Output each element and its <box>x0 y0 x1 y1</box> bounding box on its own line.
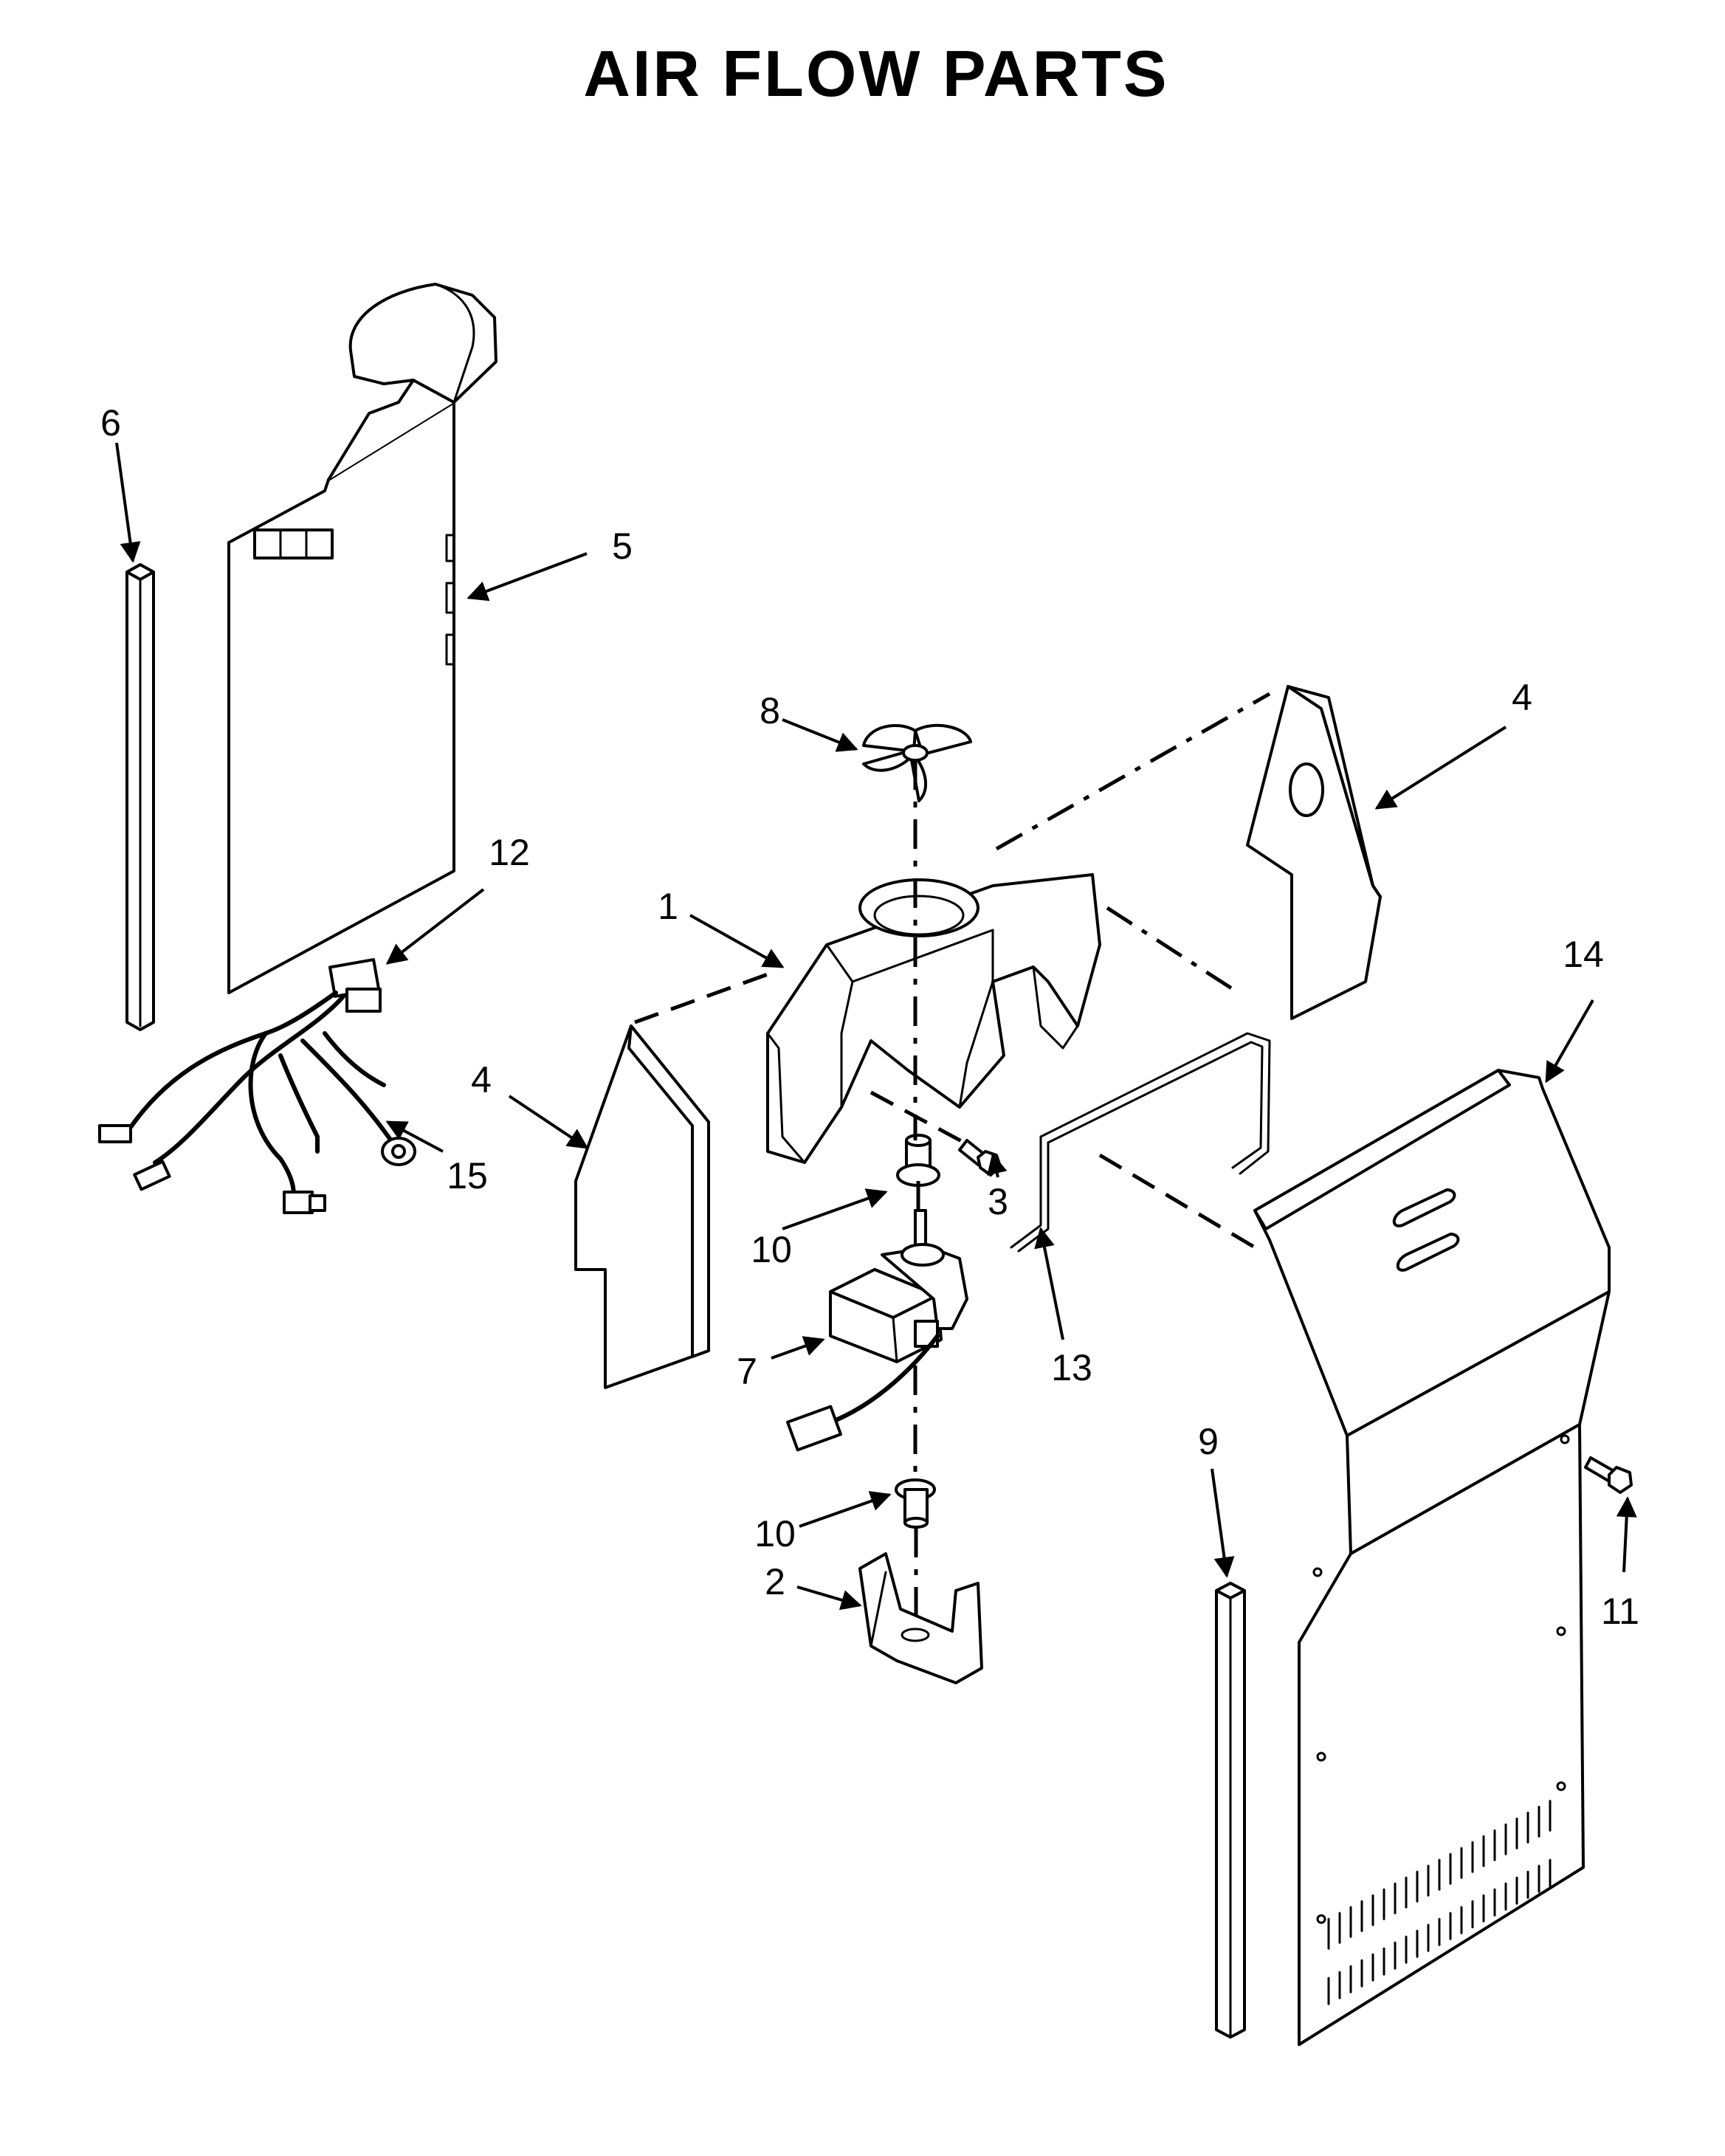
callout-9: 9 <box>1198 1421 1219 1462</box>
callout-2: 2 <box>765 1561 785 1602</box>
leader-lines <box>115 442 1637 1611</box>
callout-1: 1 <box>658 886 678 927</box>
callout-11: 11 <box>1601 1591 1639 1632</box>
part-8-fan-blade <box>862 723 972 802</box>
part-4-left-side-panel <box>574 1024 710 1389</box>
part-13-wire-bracket <box>1010 1032 1271 1253</box>
callout-4-left: 4 <box>471 1059 492 1101</box>
callout-7: 7 <box>737 1351 757 1392</box>
part-10-lower-grommet <box>895 1478 936 1529</box>
callout-10-upper: 10 <box>751 1229 792 1270</box>
callout-12: 12 <box>489 832 530 873</box>
part-10-upper-grommet <box>896 1134 940 1187</box>
callout-8: 8 <box>760 690 780 731</box>
callout-14: 14 <box>1563 934 1604 975</box>
part-11-screw <box>1584 1456 1633 1494</box>
callout-3: 3 <box>988 1181 1008 1222</box>
assembly-centerlines <box>634 692 1271 1628</box>
callout-15: 15 <box>447 1155 488 1196</box>
callout-6: 6 <box>100 402 121 444</box>
part-5-duct-panel <box>227 283 497 994</box>
part-6-gasket-strip <box>125 563 155 1031</box>
callout-5: 5 <box>612 526 633 567</box>
callout-labels: 1 2 3 4 4 5 6 7 8 9 10 10 11 12 13 14 15 <box>100 402 1639 1632</box>
callout-13: 13 <box>1051 1347 1092 1388</box>
part-12-wire-harness <box>98 958 416 1214</box>
callout-10-lower: 10 <box>754 1513 796 1554</box>
part-1-fan-housing <box>766 873 1101 1164</box>
part-2-motor-bracket <box>858 1552 983 1684</box>
part-14-air-duct-cover <box>1253 1069 1611 2046</box>
part-4-right-side-panel <box>1246 685 1382 1020</box>
part-9-gasket-strip <box>1215 1582 1246 2039</box>
callout-4-right: 4 <box>1512 677 1532 718</box>
part-7-fan-motor <box>786 1209 968 1452</box>
diagram-title: AIR FLOW PARTS <box>583 37 1168 110</box>
